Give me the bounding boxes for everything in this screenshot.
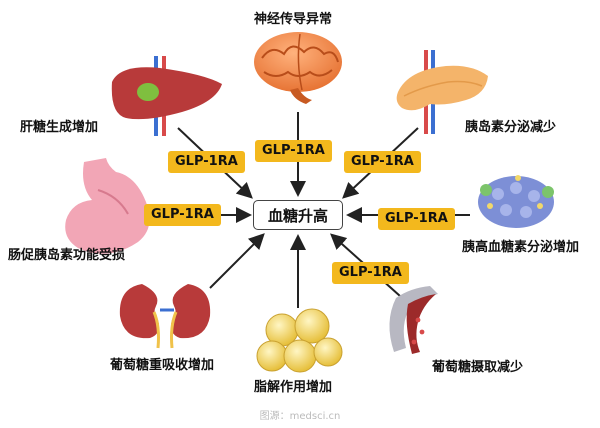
image-credit: 图源：medsci.cn (259, 411, 341, 422)
label-fat: 脂解作用增加 (254, 380, 333, 395)
pill-glp1ra-neuro: GLP-1RA (255, 140, 332, 162)
pancreas-icon (396, 50, 488, 134)
pill-glp1ra-pancreas: GLP-1RA (344, 151, 421, 173)
pill-glp1ra-muscle: GLP-1RA (332, 262, 409, 284)
liver-icon (111, 56, 222, 136)
stomach-icon (65, 158, 150, 254)
label-pancreas: 胰岛素分泌减少 (465, 120, 557, 135)
arrow-kidney (209, 233, 265, 289)
islet-cell-icon (478, 175, 554, 228)
label-liver: 肝糖生成增加 (20, 120, 99, 135)
label-neuro: 神经传导异常 (254, 12, 333, 27)
fat-cells-icon (256, 308, 343, 373)
label-islet: 胰高血糖素分泌增加 (462, 240, 580, 255)
label-kidney: 葡萄糖重吸收增加 (110, 358, 215, 373)
kidney-icon (119, 284, 211, 349)
label-muscle: 葡萄糖摄取减少 (432, 360, 524, 375)
pill-glp1ra-liver: GLP-1RA (168, 151, 245, 173)
center-blood-glucose-rise: 血糖升高 (253, 200, 343, 230)
pill-glp1ra-islet: GLP-1RA (378, 208, 455, 230)
pill-glp1ra-gut: GLP-1RA (144, 204, 221, 226)
brain-icon (254, 32, 342, 104)
muscle-vessel-icon (389, 286, 438, 354)
label-gut: 肠促胰岛素功能受损 (8, 248, 126, 263)
